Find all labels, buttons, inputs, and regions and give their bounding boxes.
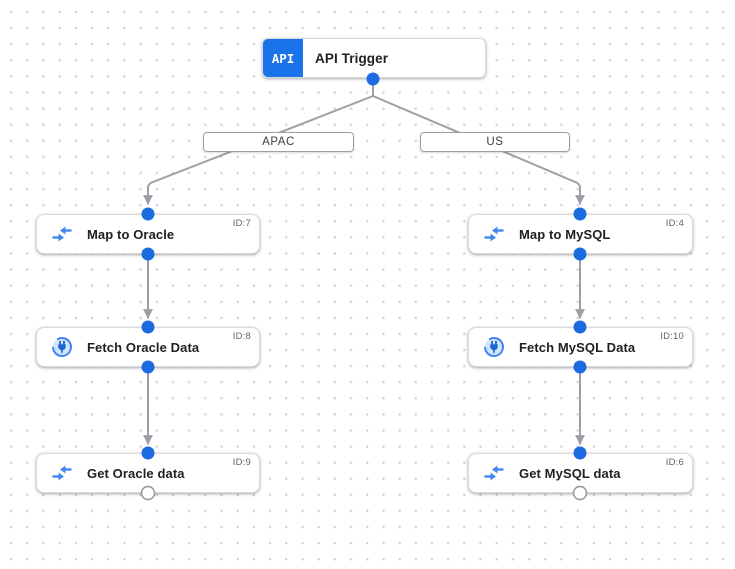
node-fetch-oracle-data[interactable]: Fetch Oracle Data ID:8 bbox=[36, 327, 260, 367]
data-mapping-icon bbox=[51, 223, 73, 245]
node-get-mysql-data[interactable]: Get MySQL data ID:6 bbox=[468, 453, 693, 493]
node-fetch-mysql-data[interactable]: Fetch MySQL Data ID:10 bbox=[468, 327, 693, 367]
node-get-oracle-data[interactable]: Get Oracle data ID:9 bbox=[36, 453, 260, 493]
data-mapping-icon bbox=[483, 223, 505, 245]
node-id-badge: ID:4 bbox=[665, 218, 684, 229]
connector-icon bbox=[483, 336, 505, 358]
node-map-to-oracle[interactable]: Map to Oracle ID:7 bbox=[36, 214, 260, 254]
node-title: Fetch MySQL Data bbox=[519, 339, 636, 355]
node-id-badge: ID:9 bbox=[232, 457, 251, 468]
data-mapping-icon bbox=[51, 462, 73, 484]
node-id-badge: ID:7 bbox=[232, 218, 251, 229]
node-title: Get MySQL data bbox=[519, 465, 621, 481]
node-title: Map to MySQL bbox=[519, 226, 611, 242]
api-trigger-icon: API bbox=[263, 39, 303, 77]
api-badge-label: API bbox=[271, 50, 295, 66]
node-id-badge: ID:6 bbox=[665, 457, 684, 468]
branch-label-us[interactable]: US bbox=[420, 132, 570, 152]
branch-label-text: US bbox=[486, 136, 504, 148]
branch-label-text: APAC bbox=[262, 136, 295, 148]
node-map-to-mysql[interactable]: Map to MySQL ID:4 bbox=[468, 214, 693, 254]
node-id-badge: ID:8 bbox=[232, 331, 251, 342]
node-title: Get Oracle data bbox=[87, 465, 185, 481]
node-api-trigger[interactable]: API API Trigger bbox=[262, 38, 486, 78]
branch-label-apac[interactable]: APAC bbox=[203, 132, 354, 152]
node-title: Map to Oracle bbox=[87, 226, 175, 242]
connector-icon bbox=[51, 336, 73, 358]
node-title: Fetch Oracle Data bbox=[87, 339, 200, 355]
node-title: API Trigger bbox=[315, 50, 389, 66]
node-id-badge: ID:10 bbox=[660, 331, 684, 342]
data-mapping-icon bbox=[483, 462, 505, 484]
